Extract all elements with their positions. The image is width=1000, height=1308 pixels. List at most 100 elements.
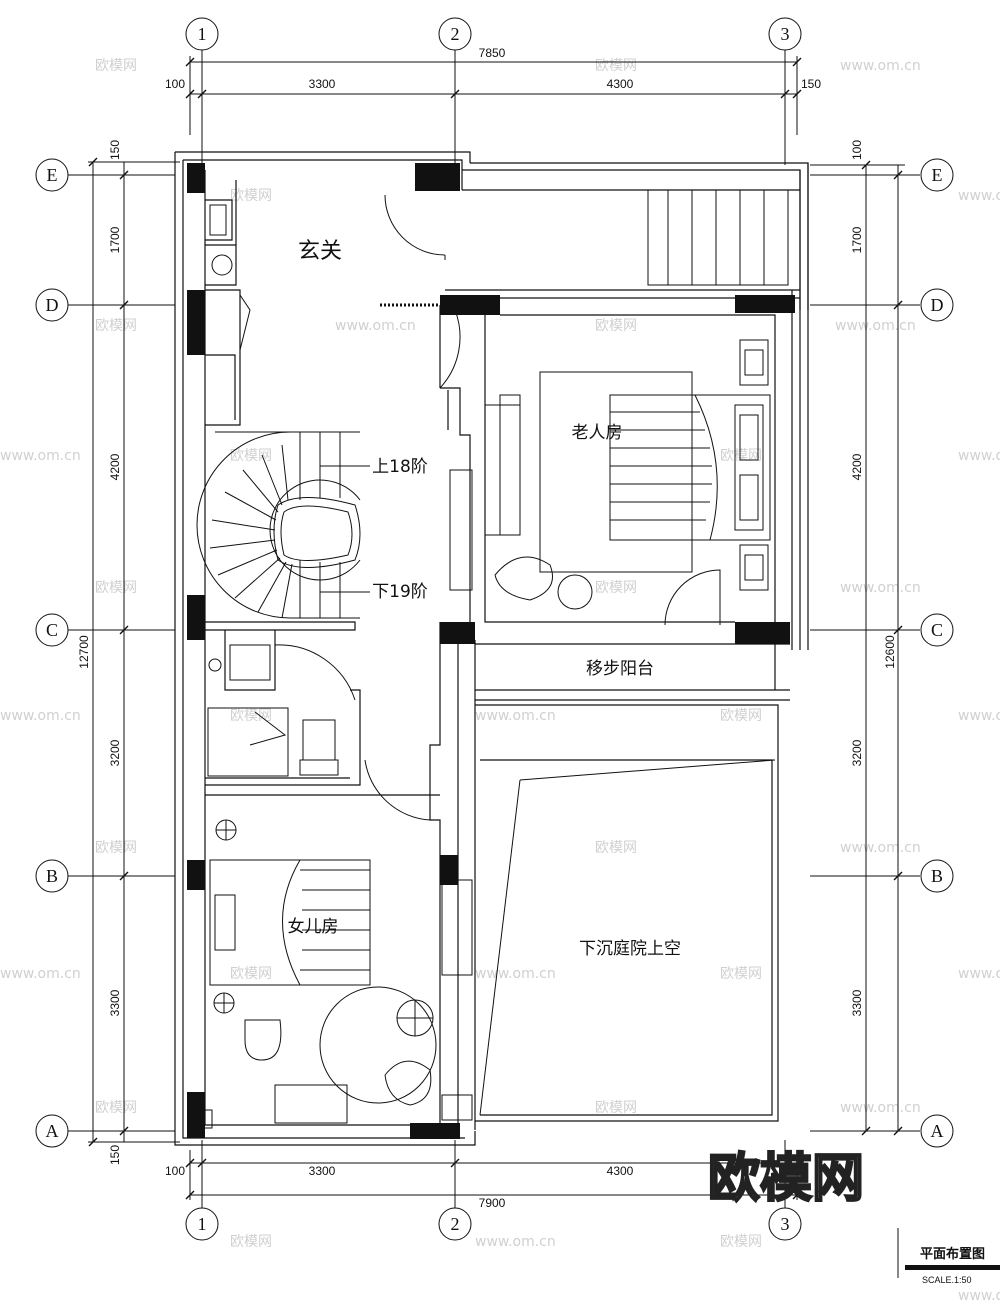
dim-right-seg-4: 3300	[850, 989, 864, 1016]
watermark-domain: www.om.cn	[958, 966, 1000, 982]
axis-bubble-row-A-right: A	[920, 1114, 954, 1148]
watermark-domain: www.om.cn	[0, 708, 81, 724]
axis-bubble-col-2-bottom: 2	[438, 1207, 472, 1241]
svg-text:1: 1	[198, 24, 207, 44]
svg-text:C: C	[46, 620, 58, 640]
exterior-walls	[174, 151, 809, 1146]
svg-text:E: E	[47, 165, 58, 185]
watermark-text: 欧模网	[95, 58, 137, 74]
watermark-domain: www.om.cn	[475, 1234, 556, 1250]
watermark-text: 欧模网	[230, 188, 272, 204]
dim-left-seg-3: 3200	[108, 739, 122, 766]
watermark-domain: www.om.cn	[835, 318, 916, 334]
watermark-text: 欧模网	[230, 966, 272, 982]
watermark-text: 欧模网	[595, 1100, 637, 1116]
daughter-room-furniture	[209, 819, 473, 1124]
dim-bottom-total: 7900	[479, 1196, 506, 1210]
dim-bottom-seg-2: 4300	[607, 1164, 634, 1178]
watermark-text: 欧模网	[720, 1234, 762, 1250]
dim-right-total: 12600	[883, 635, 897, 669]
dim-top-seg-1: 3300	[309, 77, 336, 91]
dim-top-right-offset: 150	[801, 77, 821, 91]
exterior-stair	[647, 189, 789, 286]
axis-bubble-row-D-left: D	[35, 288, 69, 322]
watermark-layer: 欧模网 欧模网 www.om.cn 欧模网 www.om.cn 欧模网 www.…	[0, 58, 1000, 1304]
watermark-domain: www.om.cn	[958, 188, 1000, 204]
axis-bubble-row-E-right: E	[920, 158, 954, 192]
dim-left-top-offset: 150	[108, 140, 122, 160]
watermark-text: 欧模网	[230, 708, 272, 724]
svg-text:2: 2	[451, 24, 460, 44]
axis-bubble-row-A-left: A	[35, 1114, 69, 1148]
interior-walls	[205, 180, 800, 1130]
axis-bubble-row-C-left: C	[35, 613, 69, 647]
svg-text:1: 1	[198, 1214, 207, 1234]
axis-bubble-col-2: 2	[438, 17, 472, 51]
watermark-domain: www.om.cn	[475, 708, 556, 724]
watermark-domain: www.om.cn	[840, 1100, 921, 1116]
watermark-text: 欧模网	[230, 1234, 272, 1250]
stair-label-down: 下19阶	[372, 582, 428, 602]
dim-top-total: 7850	[479, 46, 506, 60]
watermark-text: 欧模网	[95, 318, 137, 334]
watermark-text: 欧模网	[95, 580, 137, 596]
dim-bottom-seg-1: 3300	[309, 1164, 336, 1178]
dim-right-seg-2: 4200	[850, 453, 864, 480]
watermark-text: 欧模网	[95, 840, 137, 856]
watermark-domain: www.om.cn	[958, 1288, 1000, 1304]
room-labels: 玄关 老人房 上18阶 下19阶 移步阳台 女儿房 下沉庭院上空	[288, 239, 682, 959]
courtyard-lines	[479, 759, 776, 1116]
watermark-domain: www.om.cn	[475, 966, 556, 982]
dim-top-left-offset: 100	[165, 77, 185, 91]
svg-text:A: A	[46, 1121, 59, 1141]
room-label-entrance: 玄关	[298, 239, 342, 264]
svg-text:3: 3	[781, 24, 790, 44]
watermark-text: 欧模网	[720, 708, 762, 724]
watermark-domain: www.om.cn	[0, 966, 81, 982]
room-label-daughter: 女儿房	[288, 917, 339, 937]
dim-left-seg-1: 1700	[108, 226, 122, 253]
room-label-elder: 老人房	[572, 423, 623, 443]
room-label-courtyard: 下沉庭院上空	[579, 939, 681, 959]
drawing-scale: SCALE.1:50	[922, 1275, 972, 1285]
drawing-title: 平面布置图	[920, 1246, 985, 1262]
svg-text:A: A	[931, 1121, 944, 1141]
brand-watermark: 欧模网	[708, 1149, 864, 1209]
room-label-balcony: 移步阳台	[586, 659, 654, 679]
dim-right-seg-3: 3200	[850, 739, 864, 766]
dim-right-seg-1: 1700	[850, 226, 864, 253]
spiral-stair	[196, 431, 370, 619]
watermark-domain: www.om.cn	[958, 708, 1000, 724]
svg-text:3: 3	[781, 1214, 790, 1234]
dim-right-top-offset: 100	[850, 140, 864, 160]
dim-left-seg-2: 4200	[108, 453, 122, 480]
axis-bubbles: 1 2 3 1 2 3 E D	[35, 17, 954, 1241]
svg-text:2: 2	[451, 1214, 460, 1234]
dimension-lines	[88, 56, 905, 1200]
dimension-ticks	[88, 57, 903, 1200]
axis-bubble-row-C-right: C	[920, 613, 954, 647]
axis-bubble-col-1: 1	[185, 17, 219, 51]
title-block: 平面布置图 SCALE.1:50	[897, 1228, 1000, 1285]
watermark-domain: www.om.cn	[840, 580, 921, 596]
watermark-domain: www.om.cn	[0, 448, 81, 464]
axis-bubble-row-E-left: E	[35, 158, 69, 192]
watermark-text: 欧模网	[720, 448, 762, 464]
svg-text:B: B	[46, 866, 58, 886]
svg-text:D: D	[931, 295, 944, 315]
dimension-labels: 7850 100 3300 4300 150 100 3300 4300 790…	[77, 46, 897, 1210]
watermark-text: 欧模网	[595, 318, 637, 334]
dim-left-bottom-offset: 150	[108, 1145, 122, 1165]
watermark-text: 欧模网	[595, 580, 637, 596]
watermark-domain: www.om.cn	[335, 318, 416, 334]
watermark-domain: www.om.cn	[958, 448, 1000, 464]
watermark-text: 欧模网	[95, 1100, 137, 1116]
structural-columns	[187, 163, 795, 1139]
dim-bottom-left-offset: 100	[165, 1164, 185, 1178]
watermark-text: 欧模网	[230, 448, 272, 464]
axis-grid	[68, 50, 920, 1208]
doors	[274, 194, 721, 821]
dim-left-total: 12700	[77, 635, 91, 669]
elder-room-furniture	[449, 339, 771, 610]
